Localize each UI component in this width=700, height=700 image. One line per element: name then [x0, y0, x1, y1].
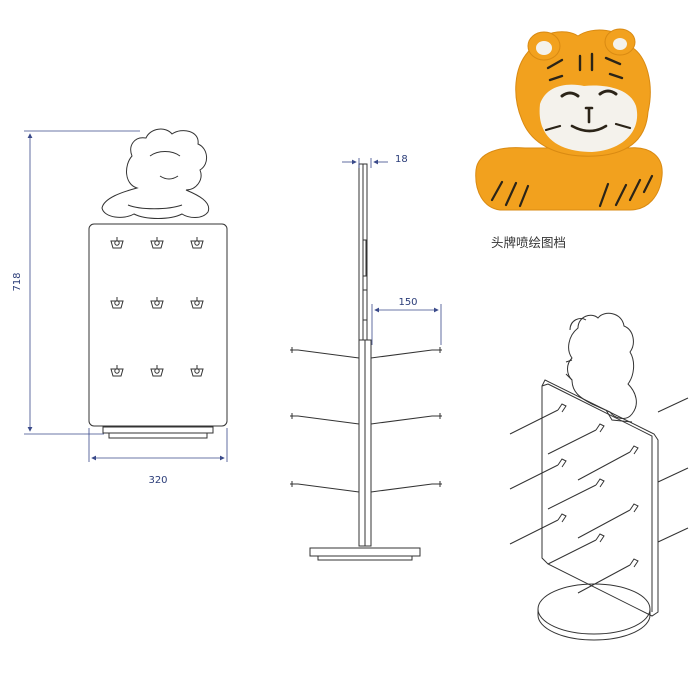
- iso-hook-back: [657, 467, 689, 483]
- iso-base: [537, 583, 651, 635]
- front-hook: [190, 237, 204, 249]
- iso-hook-back: [657, 397, 689, 413]
- iso-hook-front: [547, 423, 605, 455]
- front-hook: [110, 365, 124, 377]
- iso-hook-right: [577, 503, 639, 539]
- iso-hook-back: [657, 527, 689, 543]
- side-view: 18 150: [290, 154, 442, 561]
- side-base-profile: [309, 547, 421, 557]
- tiger-head-sign-outline: [101, 128, 210, 219]
- height-dimension-label: 718: [12, 272, 23, 291]
- front-hook: [150, 297, 164, 309]
- knitted-tiger-photo: 头牌喷绘图档: [475, 28, 663, 250]
- hook-length-dimension-label: 150: [398, 297, 417, 308]
- front-board: [88, 223, 228, 427]
- front-hook: [150, 237, 164, 249]
- photo-caption: 头牌喷绘图档: [491, 235, 566, 250]
- front-hook: [110, 237, 124, 249]
- front-hook: [110, 297, 124, 309]
- iso-hook-front: [547, 478, 605, 510]
- front-base: [102, 426, 214, 434]
- front-hook: [150, 365, 164, 377]
- iso-hook-front: [547, 533, 605, 565]
- side-hook-pair: [290, 347, 442, 359]
- front-hooks: [110, 237, 204, 377]
- iso-hook-front: [509, 513, 567, 545]
- front-hook: [190, 365, 204, 377]
- iso-hook-front: [509, 458, 567, 490]
- front-view: 718 320: [12, 128, 228, 486]
- puppet-body: [475, 147, 663, 211]
- thickness-dimension-label: 18: [395, 154, 408, 165]
- side-hook-pair: [290, 481, 442, 493]
- iso-hooks: [509, 397, 689, 594]
- width-dimension-label: 320: [148, 475, 167, 486]
- iso-header-sign: [567, 312, 637, 419]
- iso-hook-right: [577, 558, 639, 594]
- iso-board: [541, 379, 659, 617]
- isometric-view: [509, 312, 689, 641]
- iso-hook-front: [509, 403, 567, 435]
- iso-hook-right: [577, 445, 639, 481]
- side-hooks: [290, 347, 442, 493]
- side-hook-pair: [290, 413, 442, 425]
- front-hook: [190, 297, 204, 309]
